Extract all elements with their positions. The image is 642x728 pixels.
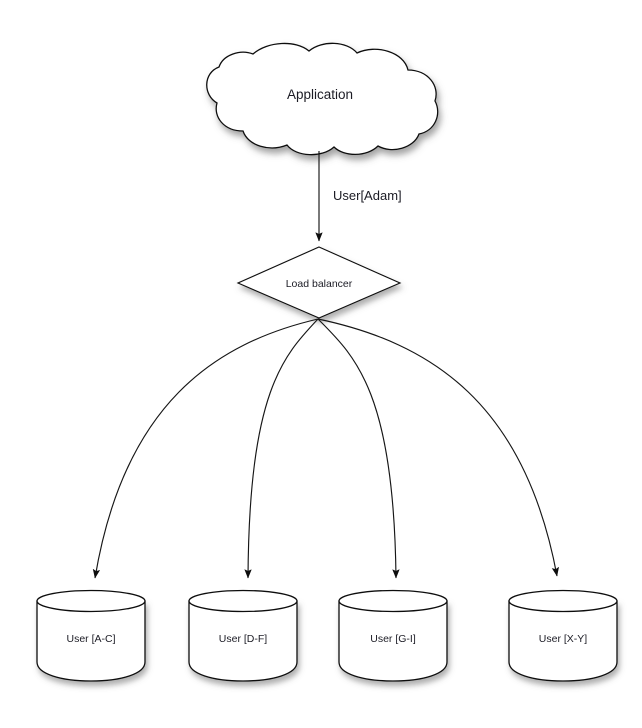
node-application-cloud[interactable]: Application <box>206 42 439 156</box>
edge-balancer-to-db-4-path <box>317 318 560 577</box>
edge-balancer-to-db-1-path <box>92 318 319 579</box>
database-4-label: User [X-Y] <box>539 633 588 645</box>
edge-balancer-to-db-1 <box>92 318 319 579</box>
edge-balancer-to-db-3-path <box>317 318 400 579</box>
load-balancer-label: Load balancer <box>286 278 353 290</box>
edge-balancer-to-db-4 <box>317 318 560 577</box>
edge-app-to-balancer-label: User[Adam] <box>333 188 402 203</box>
edge-balancer-to-db-2-path <box>244 318 319 579</box>
database-3-label: User [G-I] <box>370 633 416 645</box>
node-database-4[interactable]: User [X-Y] <box>508 589 618 682</box>
edge-app-to-balancer: User[Adam] <box>315 151 402 242</box>
edge-balancer-to-db-3 <box>317 318 400 579</box>
node-database-1[interactable]: User [A-C] <box>36 589 146 682</box>
node-database-2[interactable]: User [D-F] <box>188 589 298 682</box>
database-1-label: User [A-C] <box>66 633 115 645</box>
application-cloud-label: Application <box>287 87 353 102</box>
edge-balancer-to-db-2 <box>244 318 319 579</box>
database-2-label: User [D-F] <box>219 633 267 645</box>
node-database-3[interactable]: User [G-I] <box>338 589 448 682</box>
node-load-balancer[interactable]: Load balancer <box>236 246 402 319</box>
